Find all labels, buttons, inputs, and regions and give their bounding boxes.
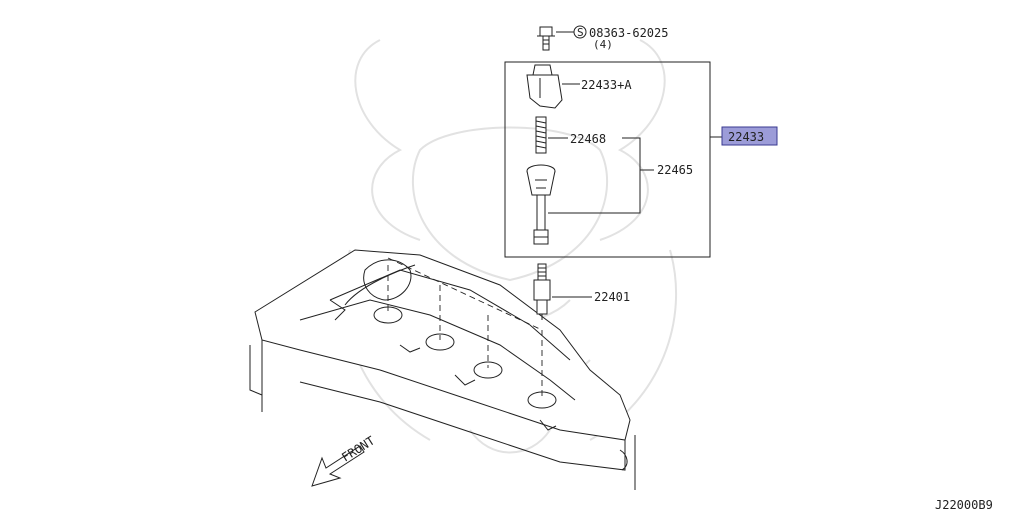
- spring: [535, 116, 568, 154]
- installation-guides: [387, 257, 543, 398]
- bolt: [537, 25, 587, 51]
- coil-boot: [526, 164, 556, 245]
- front-arrow-icon: [311, 445, 365, 487]
- bolt-quantity: (4): [593, 38, 613, 51]
- standard-part-symbol: S: [577, 26, 584, 39]
- bolt-part-number[interactable]: 08363-62025: [589, 26, 668, 40]
- boot-bracket: [548, 137, 654, 214]
- front-direction-label: FRONT: [339, 434, 377, 465]
- highlight-box[interactable]: [721, 126, 778, 146]
- plug-wells: [373, 306, 557, 409]
- engine-cover: [249, 249, 636, 490]
- ignition-coil: [526, 64, 580, 109]
- spark-plug: [533, 263, 592, 320]
- coil-assembly-callout[interactable]: 22433: [710, 126, 778, 146]
- spring-part-number[interactable]: 22468: [570, 132, 606, 146]
- standard-part-symbol-icon: [573, 25, 587, 39]
- boot-assembly-part-number[interactable]: 22465: [657, 163, 693, 177]
- coil-body-part-number[interactable]: 22433+A: [581, 78, 632, 92]
- coil-assembly-frame: [504, 61, 711, 258]
- spark-plug-part-number[interactable]: 22401: [594, 290, 630, 304]
- coil-assembly-part-number[interactable]: 22433: [728, 130, 764, 144]
- drawing-code: J22000B9: [935, 498, 993, 511]
